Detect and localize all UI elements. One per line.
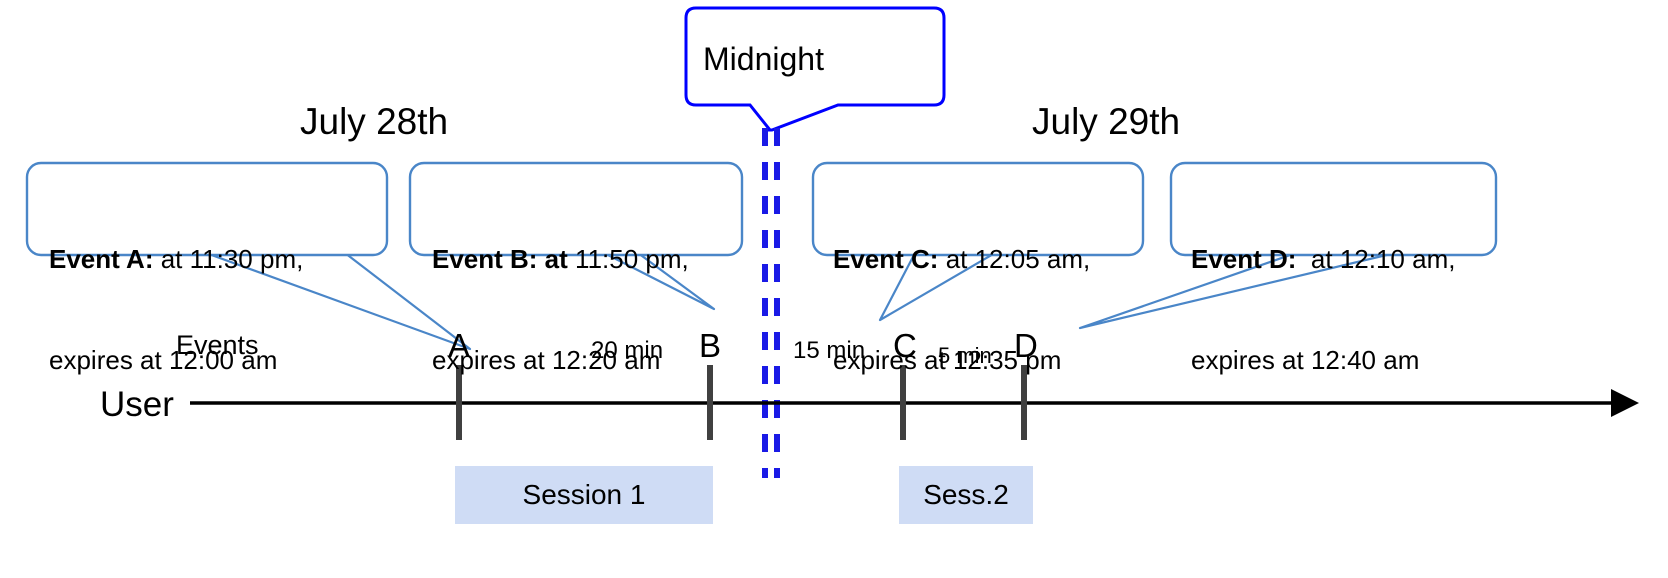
marker-label-a: A bbox=[448, 327, 471, 364]
callout-a-rest: at 11:30 pm, bbox=[153, 243, 304, 274]
callout-a-text: Event A: at 11:30 pm, expires at 12:00 a… bbox=[49, 175, 389, 445]
callout-b-text: Event B: at 11:50 pm, expires at 12:20 a… bbox=[432, 175, 742, 445]
callout-c-bold: Event C: bbox=[833, 243, 939, 274]
callout-b-rest: 11:50 pm, bbox=[567, 243, 689, 274]
gap-label-cd: 5 min bbox=[938, 343, 992, 368]
marker-label-b: B bbox=[699, 327, 722, 364]
gap-label-bc: 15 min bbox=[793, 337, 866, 364]
callout-b-line2: expires at 12:20 am bbox=[432, 344, 661, 375]
callout-b-box bbox=[408, 161, 744, 257]
session-2-label: Sess.2 bbox=[923, 479, 1009, 510]
row-label-events: Events bbox=[176, 330, 259, 360]
session-box-2: Sess.2 bbox=[899, 466, 1033, 524]
session-box-1: Session 1 bbox=[455, 466, 713, 524]
gap-label-ab: 20 min bbox=[591, 337, 664, 364]
callout-a-bold: Event A: bbox=[49, 243, 154, 274]
marker-label-c: C bbox=[893, 327, 917, 364]
callout-d-bold: Event D: bbox=[1191, 243, 1297, 274]
session-1-label: Session 1 bbox=[522, 479, 646, 510]
callout-d-line2: expires at 12:40 am bbox=[1191, 344, 1420, 375]
row-label-user: User bbox=[100, 385, 174, 424]
midnight-label: Midnight bbox=[703, 41, 824, 77]
day-label-left: July 28th bbox=[300, 101, 449, 142]
callout-d-rest: at 12:10 am, bbox=[1296, 243, 1456, 274]
callout-c-rest: at 12:05 am, bbox=[938, 243, 1091, 274]
callout-a-box bbox=[25, 161, 389, 257]
callout-c-box bbox=[811, 161, 1145, 257]
marker-label-d: D bbox=[1014, 327, 1038, 364]
callout-b-bold: Event B: at bbox=[432, 243, 568, 274]
callout-d-box bbox=[1169, 161, 1498, 257]
day-label-right: July 29th bbox=[1032, 101, 1181, 142]
callout-d-text: Event D: at 12:10 am, expires at 12:40 a… bbox=[1191, 175, 1496, 445]
callout-c-text: Event C: at 12:05 am, expires at 12:35 p… bbox=[833, 175, 1143, 445]
callout-c-line2: expires at 12:35 pm bbox=[833, 344, 1062, 375]
callout-a-line2: expires at 12:00 am bbox=[49, 344, 278, 375]
